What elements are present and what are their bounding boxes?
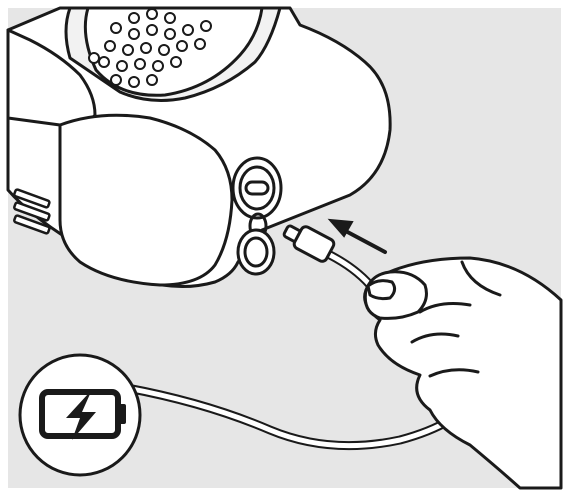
usb-c-plug bbox=[282, 224, 336, 263]
insert-arrow-icon bbox=[327, 218, 387, 254]
device-perforated-pad bbox=[83, 6, 264, 97]
perforation-holes bbox=[88, 8, 212, 88]
device-front-lobe bbox=[58, 113, 234, 287]
ring-tag-inner bbox=[243, 236, 269, 268]
vent-slots bbox=[13, 188, 51, 235]
hand bbox=[363, 256, 563, 490]
usb-c-port bbox=[244, 180, 270, 196]
battery-charging-icon bbox=[18, 353, 142, 477]
